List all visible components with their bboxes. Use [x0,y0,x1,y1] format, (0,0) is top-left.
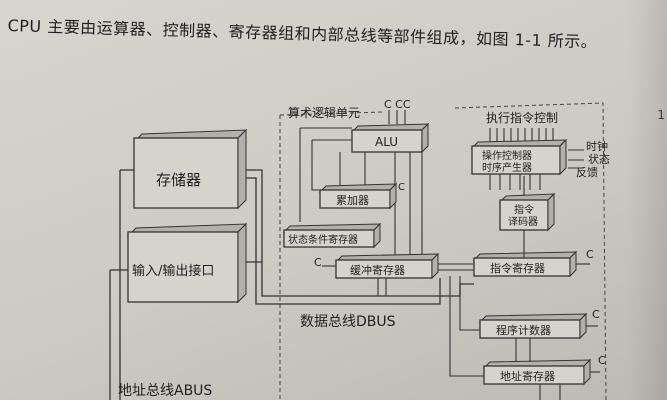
alu-label: ALU [375,135,398,149]
buffer-register-side [431,252,439,280]
status-register-label: 状态条件寄存器 [288,233,358,246]
status-register-side [373,222,381,249]
control-region-label: 执行指令控制 [486,110,558,125]
data-bus-lines [246,169,474,297]
op-controller-label-2: 时序产生器 [482,161,532,174]
accumulator-label: 累加器 [336,194,369,207]
clock-label: 时钟 [586,139,608,153]
page-edge-shadow [627,0,667,400]
cpu-boundary-right [454,102,607,400]
alu-clock-lines [388,110,406,124]
decoder-label-2: 译码器 [508,216,538,228]
alu-region-label: 算术逻辑单元 [288,105,360,120]
data-bus-label: 数据总线DBUS [300,314,396,330]
address-bus-label: 地址总线ABUS [118,383,212,399]
cpu-boundary-top [279,111,385,116]
ar-out-lines [539,384,561,400]
buffer-register-label: 缓冲寄存器 [350,263,405,277]
instruction-register-clock: C [586,248,594,261]
buffer-to-ir-link [438,263,474,271]
address-register-clock: C [598,354,606,367]
bus-to-pc-ar [449,276,484,377]
memory-side [237,128,247,210]
program-counter-side [579,312,587,340]
alu-left-loops [299,127,352,222]
data-bus-return [246,177,441,305]
side-digit: 1 [657,108,665,122]
op-controller-label-1: 操作控制器 [482,149,532,162]
instruction-register-label: 指令寄存器 [490,261,545,275]
alu-clock-label: C CC [384,98,411,111]
alu-down-lines [339,152,366,185]
pc-to-ar-lines [515,338,531,362]
decoder-label-1: 指令 [514,203,534,216]
io-side [237,222,247,304]
accumulator-clock: C [398,182,405,193]
control-feedback-lines [489,174,541,190]
memory-label: 存储器 [156,171,201,189]
buffer-to-dbus [377,278,387,296]
memory-box [133,137,239,209]
program-counter-label: 程序计数器 [496,323,551,337]
status-label: 状态 [588,152,610,166]
alu-bus-links [394,142,423,255]
buffer-register-clock: C [314,256,322,269]
feedback-label: 反馈 [576,166,598,179]
address-register-side [583,358,591,386]
address-bus-lines [109,169,134,400]
control-output-lines [489,128,554,146]
decoder-side [547,192,555,232]
program-counter-clock: C [592,308,600,321]
io-interface-label: 输入/输出接口 [132,263,214,279]
address-register-label: 地址寄存器 [500,369,555,383]
control-input-lines [568,149,584,169]
instruction-register-side [569,250,577,278]
op-controller-side [559,138,567,176]
accumulator-side [389,182,397,210]
